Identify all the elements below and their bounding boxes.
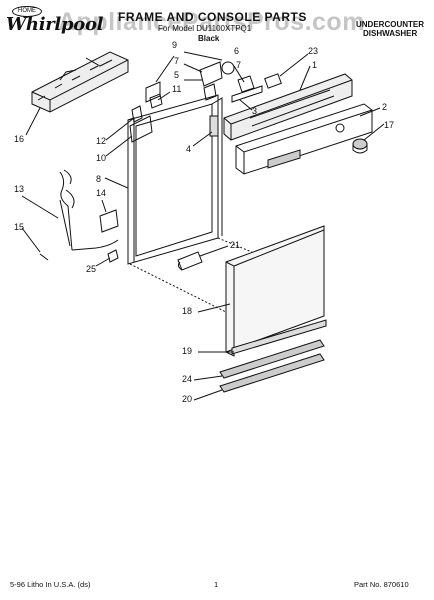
page-title: FRAME AND CONSOLE PARTS bbox=[118, 10, 307, 24]
callout-13: 13 bbox=[14, 184, 25, 194]
callout-19: 19 bbox=[182, 346, 193, 356]
callout-4: 4 bbox=[186, 144, 192, 154]
part-16-console-cover bbox=[31, 51, 129, 113]
callout-24: 24 bbox=[182, 374, 193, 384]
appliance-type-line1: UNDERCOUNTER bbox=[356, 20, 424, 29]
callout-7: 7 bbox=[174, 56, 180, 66]
part-18-door-panel bbox=[225, 225, 325, 357]
appliance-type-line2: DISHWASHER bbox=[363, 29, 418, 38]
callout-3: 3 bbox=[252, 106, 258, 116]
callout-5: 5 bbox=[174, 70, 180, 80]
brand-mark: HOME bbox=[12, 6, 42, 17]
callout-18: 18 bbox=[182, 306, 193, 316]
callout-6: 6 bbox=[234, 46, 240, 56]
watermark: AppliancePartsPros.com bbox=[58, 8, 365, 36]
callout-2: 2 bbox=[382, 102, 388, 112]
callout-25: 25 bbox=[86, 264, 97, 274]
callout-14: 14 bbox=[96, 188, 107, 198]
part-13-wire-harness bbox=[59, 169, 119, 251]
part-2-console-panel bbox=[235, 103, 373, 175]
page-number: 1 bbox=[214, 580, 219, 589]
callout-21: 21 bbox=[230, 240, 241, 250]
print-info: 5-96 Litho In U.S.A. (ds) bbox=[10, 580, 91, 589]
part-21-handle bbox=[177, 251, 203, 271]
model-line: For Model DU1100XTPQ1 bbox=[158, 24, 252, 33]
callout-1: 1 bbox=[312, 60, 318, 70]
callout-12: 12 bbox=[96, 136, 107, 146]
callout-7b: 7 bbox=[236, 60, 242, 70]
part-17-knob bbox=[352, 138, 368, 154]
callout-16: 16 bbox=[14, 134, 25, 144]
part-number: Part No. 870610 bbox=[354, 580, 409, 589]
callout-20: 20 bbox=[182, 394, 193, 404]
finish-label: Black bbox=[198, 34, 220, 43]
callout-8: 8 bbox=[96, 174, 102, 184]
callout-17: 17 bbox=[384, 120, 395, 130]
callout-15: 15 bbox=[14, 222, 25, 232]
callout-11: 11 bbox=[172, 84, 182, 94]
callout-10: 10 bbox=[96, 153, 107, 163]
callout-9: 9 bbox=[172, 40, 178, 50]
callout-23: 23 bbox=[308, 46, 319, 56]
parts-5-6-7-hinge-cluster bbox=[199, 61, 255, 101]
part-1-control-panel bbox=[223, 73, 353, 141]
brand-logo: Whirlpool bbox=[6, 14, 104, 35]
